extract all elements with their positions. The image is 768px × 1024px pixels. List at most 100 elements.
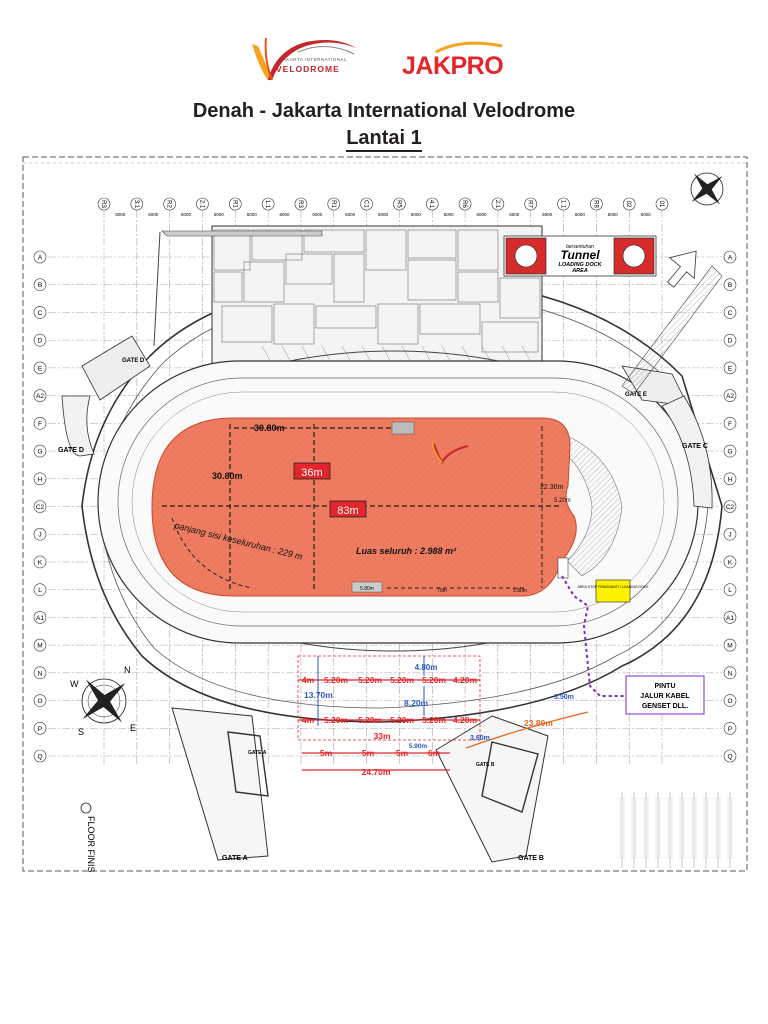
grid-row-label-left: D — [38, 338, 43, 345]
legend-cell — [727, 797, 733, 859]
dim-label-width-top: 30.80m — [254, 423, 285, 433]
bottom-left-label: 5.80m — [360, 586, 374, 592]
grid-row-label-right: Q — [727, 754, 732, 761]
grid-row-bubble-right — [723, 278, 737, 292]
dim-row-label: 4.20m — [453, 715, 478, 725]
room-outline — [457, 229, 499, 271]
dim-line-perimeter — [171, 517, 253, 589]
room-outline — [221, 305, 273, 343]
right-legend — [619, 792, 733, 868]
grid-spacing-label: 6000 — [608, 212, 619, 217]
tunnel-arrow-icon — [667, 250, 697, 288]
grid-row-label-left: B — [38, 282, 42, 289]
dim-label-right-small: 5.20m — [554, 498, 571, 504]
cable-label-2: JALUR KABEL — [640, 693, 690, 700]
dim-23-80: 23.80m — [524, 718, 553, 728]
grid-row-bubble-right — [723, 444, 737, 458]
grid-row-bubble-right — [723, 500, 737, 513]
grid-row-label-right: A1 — [726, 615, 734, 622]
grid-col-label: C1 — [363, 200, 369, 208]
cable-label-3: GENSET DLL. — [642, 703, 688, 710]
dim-v-13-70: 13.70m — [304, 690, 333, 700]
grid-row-bubble-left — [33, 638, 47, 652]
grid-col-label: R3 — [297, 200, 303, 208]
grid-row-label-left: A — [38, 255, 43, 262]
grid-spacing-label: 6000 — [148, 212, 159, 217]
stop-box — [595, 579, 631, 603]
room-outline — [481, 321, 539, 353]
tunnel-right-circle-icon — [622, 244, 646, 268]
gate-d-top-structure — [81, 335, 151, 401]
grid-row-bubble-right — [723, 666, 737, 680]
legend-cell — [643, 797, 649, 859]
grid-row-label-left: M — [37, 643, 42, 650]
compass-e: E — [130, 723, 136, 733]
dim-33: 33m — [373, 731, 390, 741]
gate-c-label: GATE C — [682, 443, 708, 450]
floor-plan-drawing: R360003.16000R260002.16000R160001.16000R… — [22, 156, 748, 873]
room-outline — [273, 303, 315, 345]
grid-row-label-right: A — [728, 255, 733, 262]
drawing-frame — [22, 156, 748, 872]
track-lane-2 — [131, 391, 665, 613]
room-outline — [407, 259, 457, 301]
stop-box-label: AREA STOP PENGGANTI / LOADING DOCK — [577, 585, 649, 589]
compass-bottom: N W E S — [70, 665, 136, 737]
dim-row-label: 4m — [302, 715, 315, 725]
grid-row-label-left: J — [38, 532, 41, 539]
legend-cell — [679, 797, 685, 859]
top-small-box — [391, 421, 415, 435]
gate-d-top-label: GATE D — [122, 358, 145, 364]
grid-row-bubble-left — [33, 278, 47, 292]
grid-row-label-right: N — [728, 670, 733, 677]
grid-col-bubble — [97, 197, 111, 211]
grid-row-label-right: P — [728, 726, 732, 733]
tunnel-line2: AREA — [571, 268, 588, 274]
grid-row-bubble-left — [33, 444, 47, 458]
tunnel-right-block — [613, 237, 655, 275]
gate-a-structure — [171, 707, 269, 861]
grid-row-label-right: A2 — [726, 393, 734, 400]
gate-e-label: GATE E — [625, 392, 647, 398]
grid-row-label-right: E — [728, 365, 733, 372]
compass-top-needle2-icon — [691, 176, 723, 202]
grid-row-label-right: G — [727, 449, 732, 456]
grid-row-label-right: C — [728, 310, 733, 317]
grid-row-bubble-right — [723, 694, 737, 707]
grid-col-bubble — [228, 197, 242, 211]
grid-row-bubble-right — [723, 721, 737, 735]
grid-col-bubble — [261, 197, 275, 211]
legend-cell — [667, 797, 673, 859]
grid-col-bubble — [196, 197, 209, 211]
jakpro-logo-text: JAKPRO — [402, 52, 504, 80]
compass-w: W — [70, 679, 79, 689]
grid-row-bubble-left — [33, 472, 47, 486]
dim-row3-label: 6m — [428, 748, 441, 758]
dim-v-4-80: 4.80m — [415, 663, 438, 672]
room-outline — [407, 229, 457, 259]
legend-cell — [703, 797, 709, 859]
grid-col-label: R8 — [592, 200, 598, 208]
grid-row-label-left: K — [38, 559, 43, 566]
cable-annotation-box — [625, 675, 705, 715]
grid-row-bubble-left — [33, 527, 47, 541]
dim-3-50: 3.50m — [554, 694, 574, 701]
grid-row-bubble-right — [723, 611, 737, 624]
grid-col-label: R1 — [330, 200, 336, 208]
grid-spacing-label: 6000 — [312, 212, 323, 217]
bottom-mid-label: 70m — [437, 588, 447, 594]
grid-row-bubble-left — [33, 333, 47, 347]
dim-row-label: 5.20m — [422, 675, 447, 685]
velodrome-logo-small-text: JAKARTA INTERNATIONAL — [280, 57, 348, 62]
grid-col-label: 3.1 — [133, 200, 139, 209]
grid-col-label: 1.1 — [264, 200, 270, 209]
grid-row-label-right: M — [727, 643, 732, 650]
grid-row-label-left: A2 — [36, 393, 44, 400]
gate-c-structure — [661, 395, 713, 509]
grid-col-label: 02 — [625, 201, 631, 208]
gate-d-label: GATE D — [58, 447, 84, 454]
grid-col-bubble — [360, 197, 373, 211]
grid-row-label-right: C2 — [726, 504, 735, 511]
tunnel-left-circle-icon — [514, 244, 538, 268]
grid-row-label-right: J — [728, 532, 731, 539]
